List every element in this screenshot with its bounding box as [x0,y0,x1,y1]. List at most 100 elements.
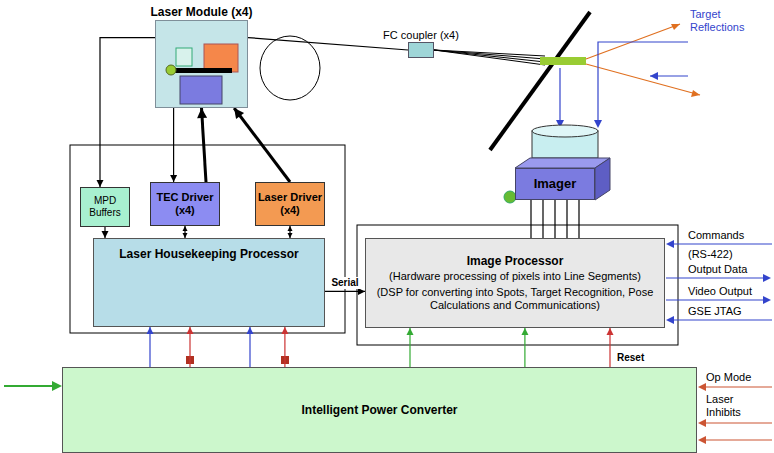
reflection-line [559,68,560,126]
node-text: Laser Driver (x4) [256,191,324,217]
processor-box: Laser Housekeeping Processor [93,238,325,327]
arrow-head [170,175,177,182]
connector-line [173,108,174,182]
connector [288,226,293,238]
signal-label: Target Reflections [690,8,756,34]
signal-label: GSE JTAG [688,305,742,318]
node-text: (DSP for converting into Spots, Target R… [374,286,656,312]
arrow-head [698,419,706,427]
fiber [434,50,545,65]
signal-line [704,422,772,423]
module-box: Laser Module (x4) [155,20,248,108]
processor-frame [357,225,678,345]
connector-line [554,200,555,238]
node-text: TEC Driver (x4) [151,191,219,217]
node-text: Image Processor [467,254,564,268]
signal-label: Output Data [688,263,747,276]
connector [567,200,568,238]
signal-line [704,386,772,387]
node-heading: FC coupler (x4) [383,29,459,41]
signal-label: Laser Inhibits [706,393,758,419]
connector [281,327,288,367]
arrow-head [52,381,62,391]
connector [607,328,614,367]
connector-line [202,108,207,182]
laser-ray [586,64,700,95]
arrow-head [521,328,528,335]
arrow-head [594,120,602,128]
signal-label: (RS-422) [688,248,733,261]
connector [579,200,580,238]
arrow-head [698,436,706,444]
photodiode [166,65,176,75]
arrow-head [246,327,253,334]
connector [406,328,413,367]
node-heading: Laser Module (x4) [150,5,252,19]
node-text: (Hardware processing of pixels into Line… [389,270,641,283]
ray-head [691,90,700,97]
connector [187,327,194,367]
laser-block [204,44,238,72]
connector-line [566,200,567,238]
connector [246,327,253,367]
driver-box: TEC Driver (x4) [150,182,220,226]
signal-label: Op Mode [706,371,751,384]
coupler-box: FC coupler (x4) [408,42,434,58]
imager-top [515,158,610,168]
signal-label: Video Output [688,285,752,298]
arrow-head [147,327,154,334]
arrow-head [406,328,413,335]
connector [170,108,177,182]
node-text: MPD Buffers [81,195,129,219]
connector [531,200,532,238]
connector [147,327,154,367]
connector [543,200,544,238]
connector-line [578,200,579,238]
connector-line [542,200,543,238]
module-fill [155,20,248,108]
signal-line [666,299,764,300]
reflection-line [598,42,688,126]
signal-line [704,439,772,440]
fiber-loop [260,36,320,100]
lens-top [532,125,598,137]
imager-box: Imager [515,168,595,200]
signal-line [672,243,772,244]
signal-line [672,319,772,320]
arrow-head [197,108,207,118]
arrow-head [281,327,288,334]
arrow-head [102,231,109,238]
tec-block [180,76,222,104]
buffer-box: MPD Buffers [80,187,130,227]
imager-side [595,158,610,200]
processor-box: Image Processor (Hardware processing of p… [365,238,665,328]
connector [521,328,528,367]
node-text: Intelligent Power Converter [301,403,457,417]
signal-label: Commands [688,229,744,242]
connector [183,226,188,238]
connector-label: Serial [329,277,360,289]
laser-bench [168,68,232,73]
connector [555,200,556,238]
reflection-lines [560,42,688,126]
arrow-head [288,226,293,231]
laser-chip [176,48,192,66]
connector [197,108,207,182]
node-text: Laser Housekeeping Processor [119,247,298,261]
ray-head [671,24,680,30]
arrow-head [187,327,194,334]
arrow-head [607,328,614,335]
collimator [540,57,586,65]
arrow-head [234,108,244,119]
node-text: Imager [534,176,577,192]
housekeeping-frame [70,145,345,333]
connector [234,108,290,182]
arrow-head [183,226,188,231]
connector-line [100,38,155,187]
arrow-head [97,180,104,187]
arrow-head [666,240,674,248]
fibers [434,50,545,65]
connector-line [530,200,531,238]
connector-line [234,108,290,182]
